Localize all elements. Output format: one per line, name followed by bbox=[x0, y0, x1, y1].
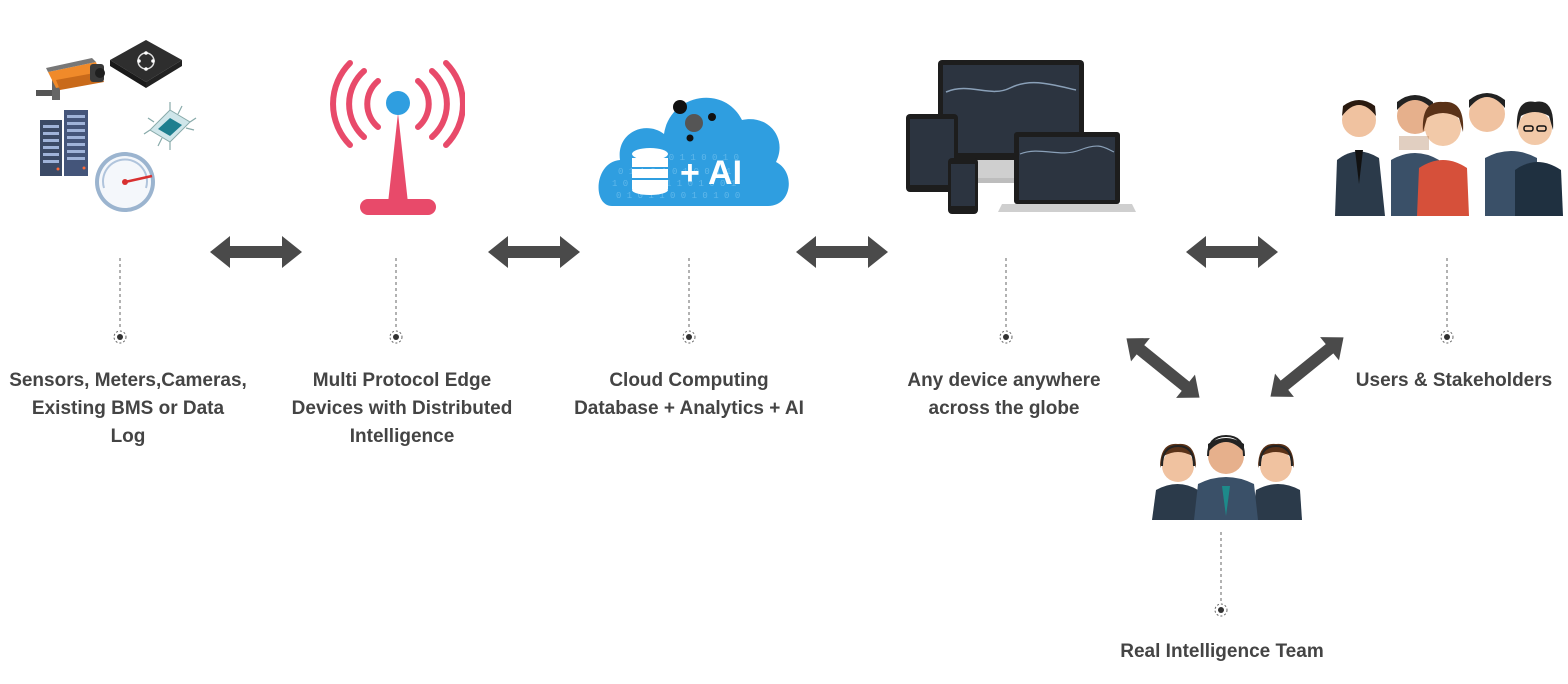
label-users: Users & Stakeholders bbox=[1340, 367, 1568, 395]
label-line: Intelligence bbox=[349, 426, 455, 447]
phone-icon bbox=[948, 158, 978, 214]
label-line: Database + Analytics + AI bbox=[574, 398, 804, 419]
support-agents-icon bbox=[1152, 434, 1302, 520]
svg-text:0 1 1 0 1 0 1 0 0 1 1: 0 1 1 0 1 0 1 0 0 1 1 bbox=[618, 167, 731, 177]
label-line: Multi Protocol Edge bbox=[312, 370, 492, 391]
dot-edge bbox=[389, 330, 403, 344]
double-arrow-cloud-devices bbox=[796, 236, 888, 268]
dot-devices bbox=[999, 330, 1013, 344]
label-edge: Multi Protocol Edge Devices with Distrib… bbox=[268, 367, 536, 451]
team-illustration bbox=[1150, 432, 1305, 522]
chip-icon bbox=[110, 40, 182, 88]
label-line: Real Intelligence Team bbox=[1120, 641, 1324, 662]
label-line: Users & Stakeholders bbox=[1355, 370, 1553, 391]
svg-text:1 0 1 1 0 0 1 0: 1 0 1 1 0 0 1 0 bbox=[658, 153, 739, 163]
label-line: Log bbox=[110, 426, 146, 447]
double-arrow-users-team bbox=[1270, 337, 1344, 397]
label-line: across the globe bbox=[928, 398, 1080, 419]
server-rack-icon bbox=[40, 110, 88, 176]
users-illustration bbox=[1335, 88, 1563, 216]
label-sources: Sensors, Meters,Cameras, Existing BMS or… bbox=[0, 367, 256, 451]
dot-users bbox=[1440, 330, 1454, 344]
laptop-icon bbox=[998, 132, 1136, 212]
dot-team bbox=[1214, 603, 1228, 617]
double-arrow-devices-team bbox=[1126, 338, 1200, 398]
gauge-icon bbox=[95, 152, 155, 212]
processor-icon bbox=[143, 102, 197, 150]
tablet-icon bbox=[906, 114, 958, 192]
svg-text:1 0 0 1 0 1 1 0 1 0 0 1: 1 0 0 1 0 1 1 0 1 0 0 1 bbox=[612, 179, 736, 189]
label-devices: Any device anywhere across the globe bbox=[880, 367, 1128, 423]
cctv-camera-icon bbox=[36, 58, 105, 100]
edge-device-illustration bbox=[330, 55, 465, 220]
sources-illustration bbox=[30, 38, 205, 218]
stem-dots bbox=[113, 330, 1454, 617]
double-arrow-devices-users bbox=[1186, 236, 1278, 268]
dot-sources bbox=[113, 330, 127, 344]
dot-cloud bbox=[682, 330, 696, 344]
label-line: Any device anywhere bbox=[907, 370, 1101, 391]
label-line: Sensors, Meters,Cameras, bbox=[9, 370, 247, 391]
double-arrow-edge-cloud bbox=[488, 236, 580, 268]
label-line: Cloud Computing bbox=[609, 370, 769, 391]
double-arrow-sources-edge bbox=[210, 236, 302, 268]
database-icon bbox=[632, 148, 668, 195]
label-line: Existing BMS or Data bbox=[31, 398, 225, 419]
cloud-ai-badge: + AI bbox=[680, 154, 742, 192]
antenna-tower-icon bbox=[330, 60, 465, 215]
cloud-ai-icon: 0 1 1 0 1 0 1 0 0 1 1 1 0 0 1 0 1 1 0 1 … bbox=[598, 97, 789, 206]
label-cloud: Cloud Computing Database + Analytics + A… bbox=[555, 367, 823, 423]
people-group-icon bbox=[1335, 93, 1563, 216]
label-line: Devices with Distributed bbox=[291, 398, 513, 419]
svg-text:0 1 0 1 1 0 0 1 0 1 0 0: 0 1 0 1 1 0 0 1 0 1 0 0 bbox=[616, 191, 740, 201]
cloud-illustration: 0 1 1 0 1 0 1 0 0 1 1 1 0 0 1 0 1 1 0 1 … bbox=[598, 80, 790, 215]
label-team: Real Intelligence Team bbox=[1090, 638, 1354, 666]
devices-illustration bbox=[900, 58, 1140, 218]
